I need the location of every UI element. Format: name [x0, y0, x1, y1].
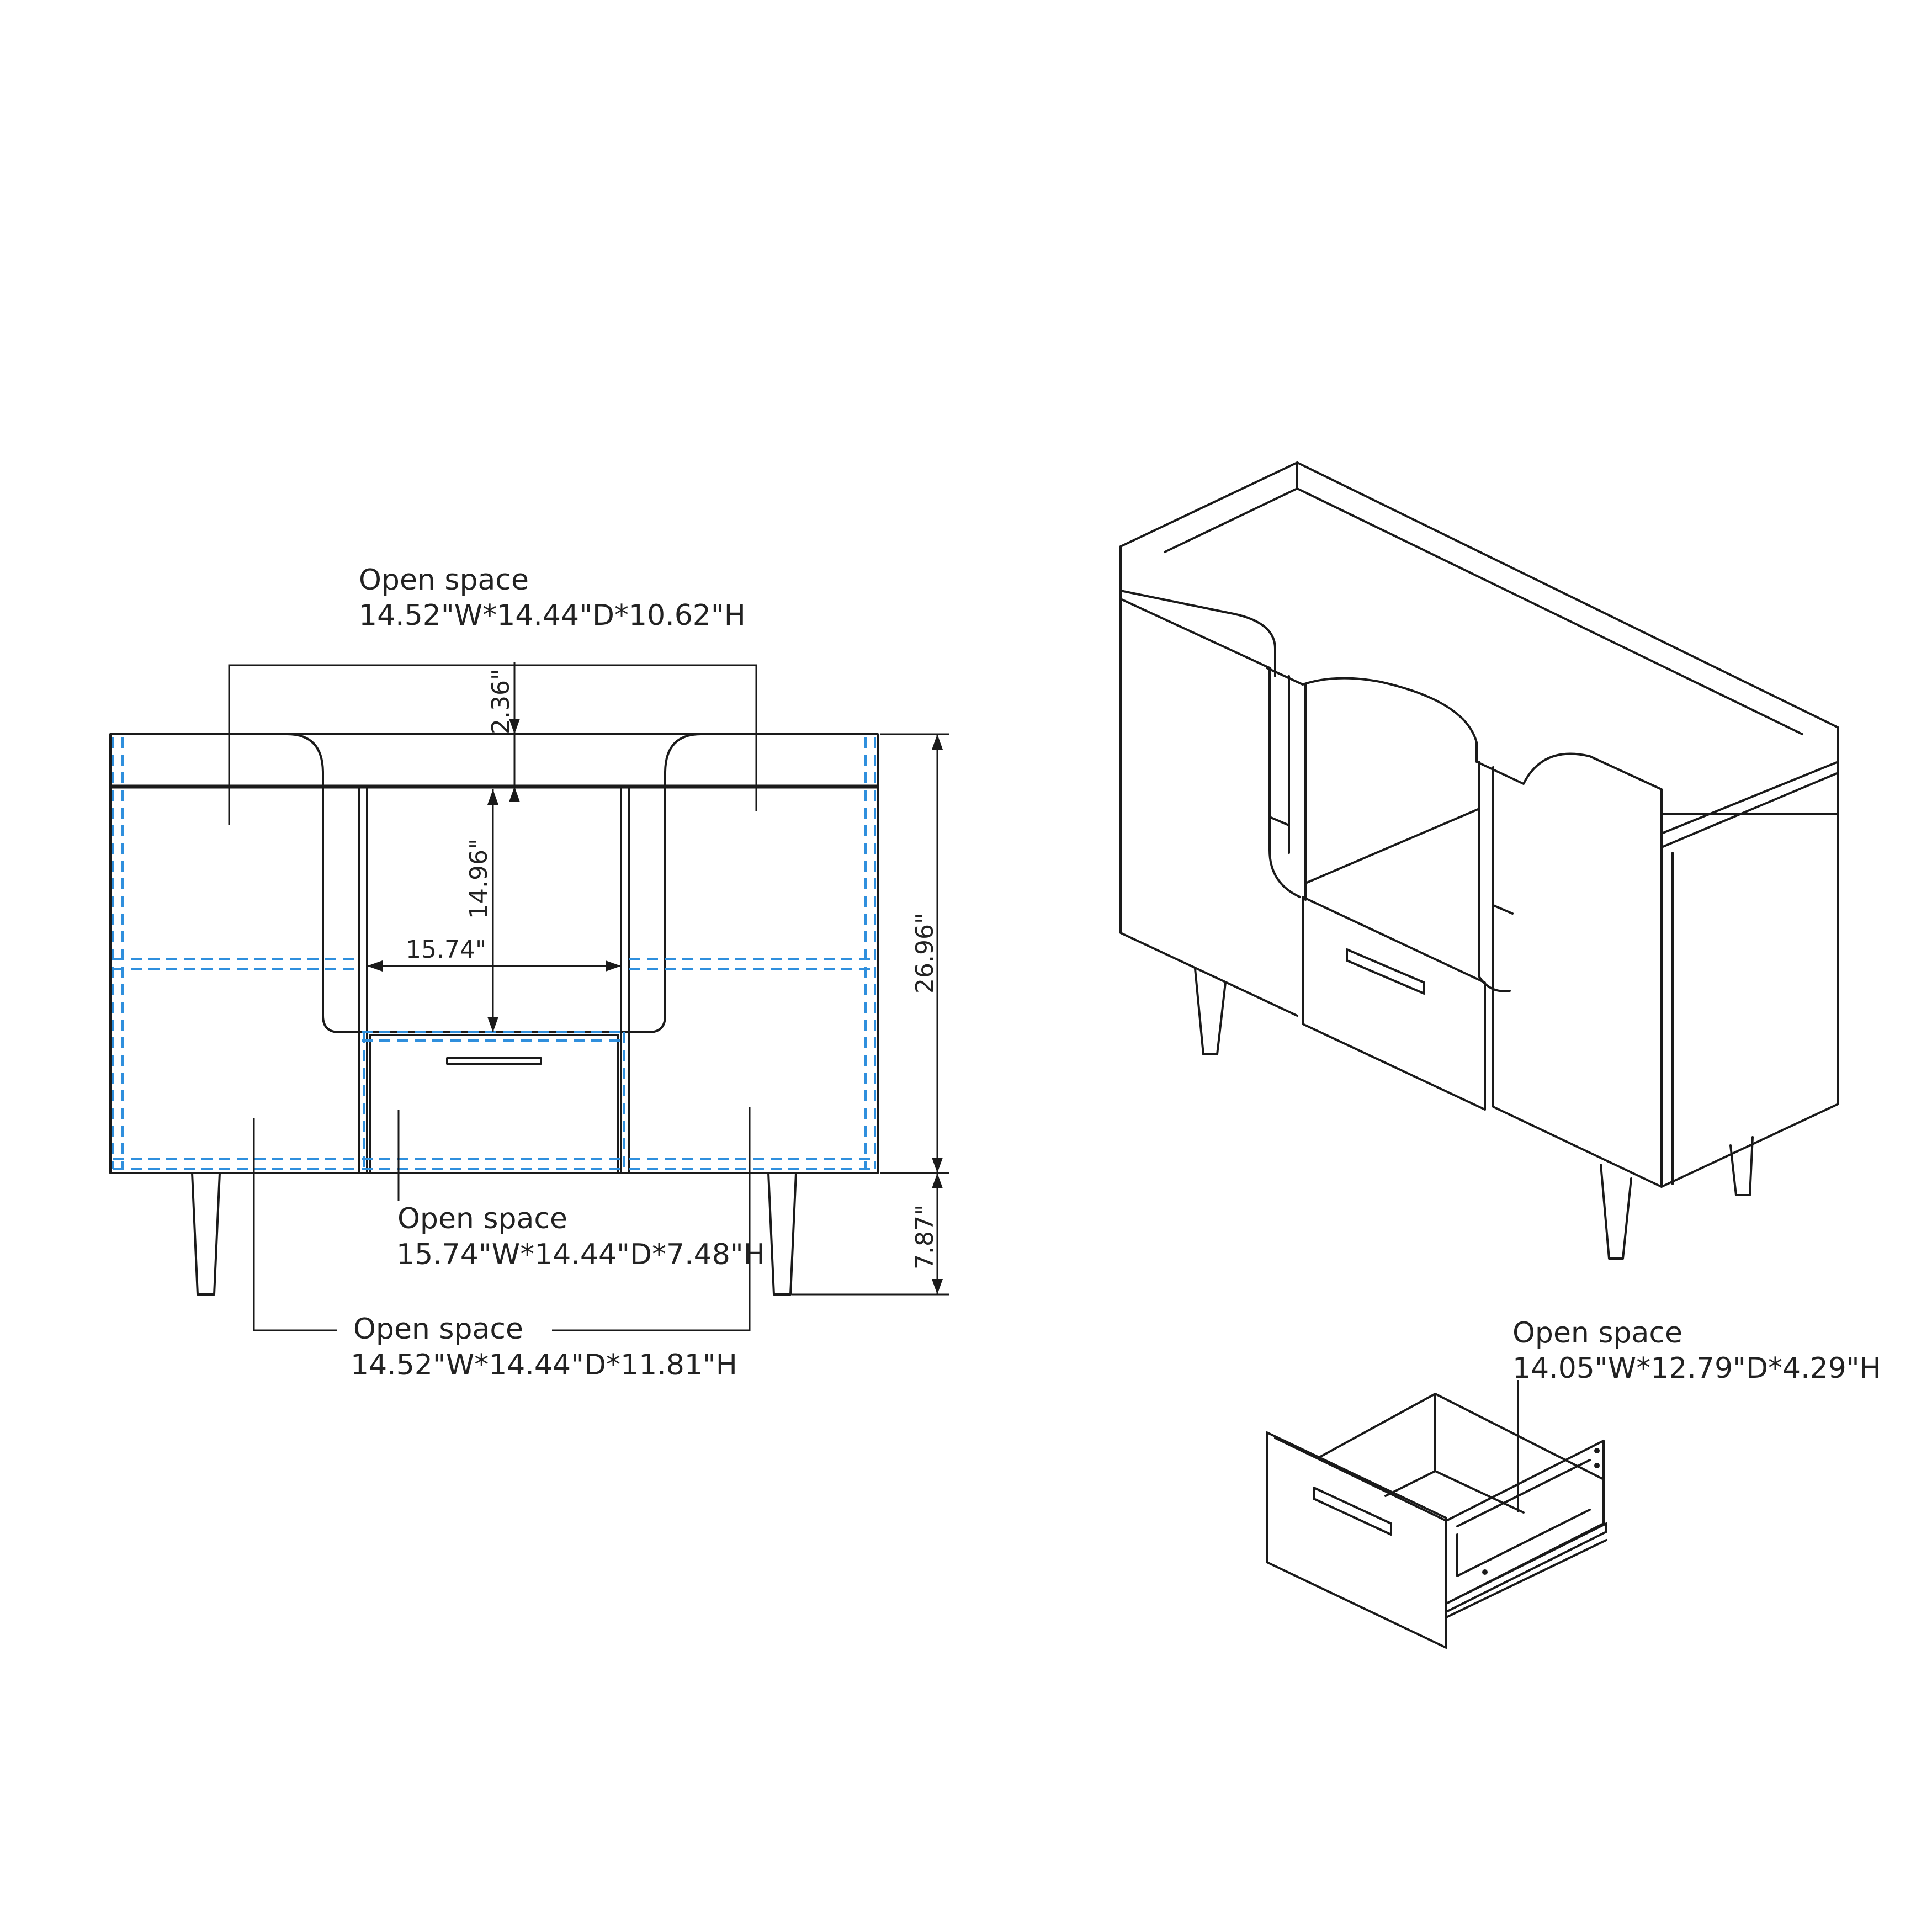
drawer-callout-title: Open space [1512, 1317, 1682, 1350]
isometric-cabinet [1119, 461, 1839, 1260]
dim-overall-height-label: 26.96" [911, 913, 939, 994]
detail-drawer-handle [1313, 1487, 1392, 1536]
drawer-callout-size: 14.05"W*12.79"D*4.29"H [1512, 1352, 1881, 1385]
dim-inner-width: 15.74" [367, 936, 621, 972]
callout-lower-open-space: Open space 14.52"W*14.44"D*11.81"H [253, 1107, 751, 1382]
callout-lower-title: Open space [353, 1313, 523, 1346]
dim-overall-height: 26.96" [880, 733, 949, 1174]
dim-top-gap-label: 2.36" [487, 669, 515, 734]
dim-inner-height-label: 14.96" [465, 838, 493, 919]
callout-center-size: 15.74"W*14.44"D*7.48"H [396, 1238, 765, 1271]
dim-top-gap: 2.36" [487, 662, 520, 802]
front-legs [191, 1172, 797, 1296]
iso-drawer-handle [1346, 948, 1425, 995]
callout-upper-open-space: Open space 14.52"W*14.44"D*10.62"H [228, 564, 757, 825]
callout-lower-size: 14.52"W*14.44"D*11.81"H [351, 1349, 737, 1382]
callout-center-title: Open space [397, 1202, 567, 1235]
drawer-detail: Open space 14.05"W*12.79"D*4.29"H [1266, 1317, 1881, 1649]
dim-leg-height-label: 7.87" [911, 1204, 939, 1270]
callout-center-open-space: Open space 15.74"W*14.44"D*7.48"H [396, 1110, 765, 1271]
cabinet-front-outline [109, 733, 879, 1174]
front-view: 2.36" 14.96" 15.74" 26.96" [109, 564, 949, 1382]
dim-leg-height: 7.87" [792, 1173, 949, 1296]
dim-inner-height: 14.96" [465, 789, 498, 1032]
dim-inner-width-label: 15.74" [406, 936, 486, 964]
hidden-lines [112, 737, 876, 1170]
drawer-handle [446, 1057, 542, 1065]
callout-upper-title: Open space [359, 564, 529, 597]
callout-upper-size: 14.52"W*14.44"D*10.62"H [359, 599, 746, 632]
